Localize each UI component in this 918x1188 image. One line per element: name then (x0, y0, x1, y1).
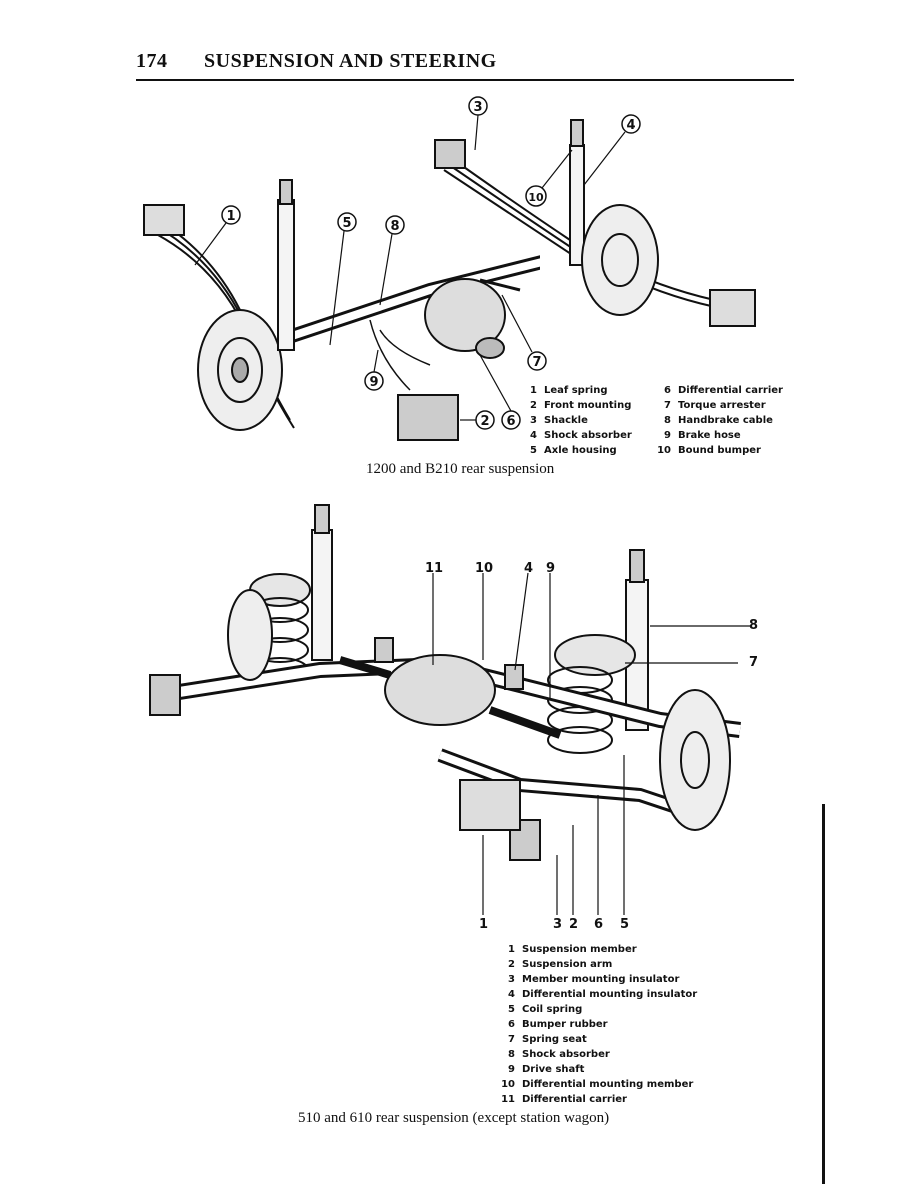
callout-1: 1 (479, 917, 489, 932)
callout-1: 1 (226, 209, 235, 224)
figure2-caption: 510 and 610 rear suspension (except stat… (298, 1110, 610, 1126)
running-title: SUSPENSION AND STEERING (204, 50, 497, 72)
callout-6: 6 (506, 414, 515, 429)
page-header: 174 SUSPENSION AND STEERING (136, 46, 794, 78)
shackle (434, 139, 466, 169)
shock-absorber-right (569, 144, 585, 266)
torque-arrester (479, 278, 521, 292)
differential-carrier (424, 278, 506, 352)
callout-9: 9 (369, 375, 378, 390)
front-mounting (397, 394, 459, 441)
callout-10: 10 (475, 561, 494, 576)
callout-10: 10 (528, 191, 544, 204)
callout-4: 4 (626, 118, 635, 133)
callout-2: 2 (569, 917, 579, 932)
callout-5: 5 (620, 917, 630, 932)
page-edge-bar (822, 804, 825, 1184)
drive-shaft (488, 706, 562, 739)
page-number: 174 (136, 50, 168, 72)
callout-7: 7 (749, 655, 759, 670)
callout-11: 11 (425, 561, 444, 576)
figure2-illustration (140, 495, 800, 925)
brake-drum-right (659, 689, 731, 831)
brake-drum-right (581, 204, 659, 316)
figure1-illustration-right: 3 4 10 7 (420, 90, 780, 380)
shock-absorber-left (311, 529, 333, 661)
callout-3: 3 (553, 917, 563, 932)
callout-7: 7 (532, 355, 541, 370)
callout-6: 6 (594, 917, 604, 932)
shock-absorber-left (277, 199, 295, 351)
spring-bracket-left (143, 204, 185, 236)
callout-8: 8 (390, 219, 399, 234)
differential-carrier (384, 654, 496, 726)
callout-9: 9 (546, 561, 556, 576)
brake-drum-left (227, 589, 273, 681)
figure1-illustration: 1 5 8 9 2 6 (130, 90, 540, 470)
figure1-caption: 1200 and B210 rear suspension (366, 461, 555, 477)
callout-8: 8 (749, 618, 759, 633)
spring-bracket-rear (709, 289, 756, 327)
callout-4: 4 (524, 561, 534, 576)
callout-2: 2 (480, 414, 489, 429)
header-rule (136, 79, 794, 81)
callout-5: 5 (342, 216, 351, 231)
callout-3: 3 (473, 100, 482, 115)
